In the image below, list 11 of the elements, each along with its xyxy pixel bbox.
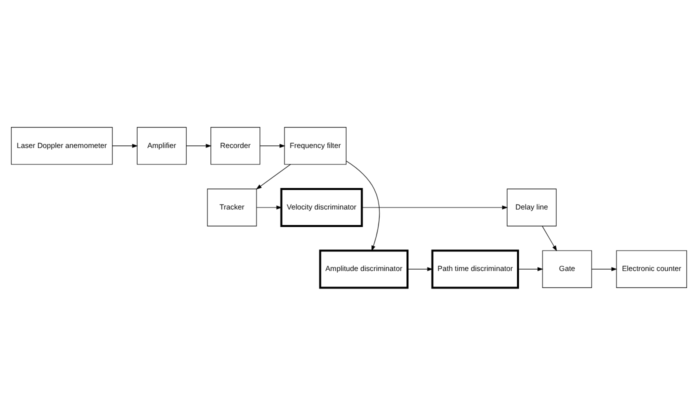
arrow — [407, 267, 433, 272]
arrow — [256, 164, 291, 190]
arrow — [256, 206, 282, 210]
arrow — [260, 144, 286, 148]
arrow — [346, 160, 380, 252]
arrow — [518, 267, 544, 272]
arrow — [542, 226, 557, 252]
arrow — [591, 267, 618, 272]
arrow — [112, 144, 138, 148]
arrow — [186, 144, 212, 148]
arrow — [362, 206, 508, 210]
